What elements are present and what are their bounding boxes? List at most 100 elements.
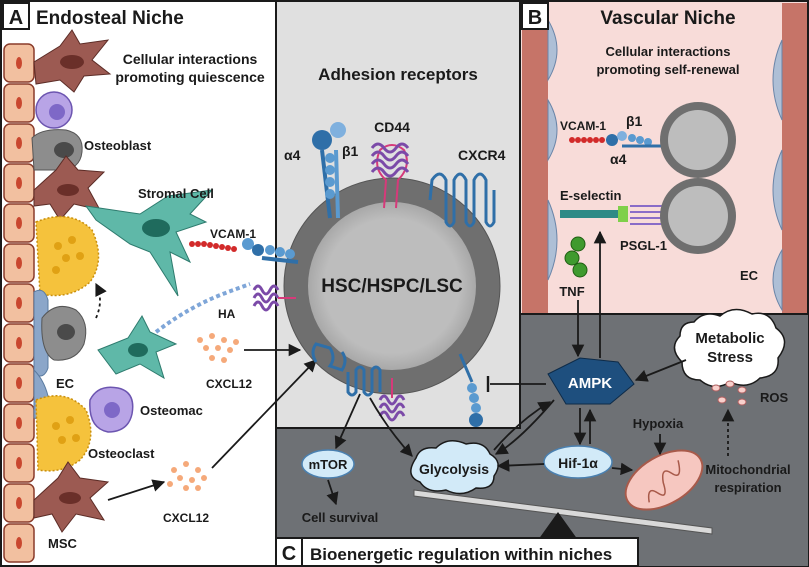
mitochondrion-icon (624, 449, 704, 511)
ampk-label: AMPK (568, 375, 612, 392)
osteoclast-label: Osteoclast (88, 446, 155, 461)
msc-label: MSC (48, 536, 78, 551)
panel-b: B Vascular Niche Cellular interactions p… (521, 2, 807, 313)
panel-c-letter: C (282, 543, 296, 565)
cd44-left (252, 284, 280, 312)
hsc-to-mtor-arrow (334, 393, 361, 450)
metabolic-to-ampk-arrow (634, 359, 687, 382)
panel-a-subtitle-line2: promoting quiescence (115, 69, 265, 85)
ec-label-b: EC (740, 268, 759, 283)
glycolysis-to-ampk-arrow (493, 401, 552, 451)
panel-a-title: Endosteal Niche (36, 8, 184, 29)
cxcr4-lower-left (311, 342, 347, 372)
metabolic-stress-line2: Stress (707, 349, 753, 366)
glycolysis-cloud (410, 440, 499, 495)
bone-lining-cells (3, 43, 35, 563)
integrin-b (606, 131, 664, 148)
center-panel: Adhesion receptors HSC/HSPC/LSC α4 β1 CD… (242, 65, 506, 427)
vcam1-label-b: VCAM-1 (560, 119, 606, 133)
mtor-node (301, 449, 355, 479)
hif-to-glycolysis-arrow (496, 459, 545, 472)
eselectin-bar (560, 210, 620, 218)
panel-a-letter-box (2, 2, 30, 30)
psgl1-receptor (630, 205, 662, 225)
eselectin-label: E-selectin (560, 188, 621, 203)
cd44-bottom (378, 378, 406, 422)
hsc-cell-label: HSC/HSPC/LSC (321, 276, 463, 297)
integrin-a4b1-top (312, 122, 346, 219)
glycolysis-label: Glycolysis (419, 461, 489, 477)
hif-to-mito-arrow (611, 462, 634, 476)
b1-label-b: β1 (626, 113, 643, 129)
mito-resp-line1: Mitochondrial (705, 462, 790, 477)
osteoblast-label: Osteoblast (84, 138, 152, 153)
endothelial-cells-left (547, 18, 558, 281)
vessel-wall-right (782, 3, 807, 313)
msc-to-cxcl12-arrow (107, 479, 166, 501)
panel-b-title: Vascular Niche (600, 8, 735, 29)
hsc-to-glycolysis-arrow (369, 397, 413, 457)
vcam1-chain-b (569, 137, 605, 143)
mtor-to-survival-arrow (326, 479, 339, 506)
cell-survival-label: Cell survival (302, 510, 379, 525)
panel-c-title-box (275, 537, 639, 567)
ha-label: HA (218, 307, 236, 321)
ampk-node (547, 357, 635, 405)
panel-a-subtitle-line1: Cellular interactions (123, 51, 258, 67)
vessel-hsc-lower-inner (668, 186, 728, 246)
receptor-cxcr4-label: CXCR4 (458, 147, 506, 163)
receptor-b1-label: β1 (342, 143, 359, 159)
cd44-receptor (370, 142, 410, 209)
panel-c-title: Bioenergetic regulation within niches (310, 545, 612, 564)
integrin-a4b1-left (242, 238, 299, 264)
vcam1-label-a: VCAM-1 (210, 227, 256, 241)
hif-label: Hif-1α (558, 455, 598, 471)
panel-c: Metabolic Stress AMPK ROS Hypoxia mTOR C… (275, 230, 791, 567)
cxcl12-dots-mid (197, 333, 239, 363)
differentiation-dotted-arrow (95, 282, 107, 319)
vessel-hsc-upper-inner (668, 110, 728, 170)
panel-b-letter-box (521, 2, 549, 30)
cxcl12-bottom-to-cell-arrow (211, 359, 317, 469)
panel-a-letter: A (9, 7, 23, 29)
tnf-molecules (564, 236, 588, 278)
a4-label-b: α4 (610, 151, 627, 167)
panel-b-subtitle-line2: promoting self-renewal (596, 62, 739, 77)
panel-b-subtitle-line1: Cellular interactions (606, 44, 731, 59)
receptor-a4-label: α4 (284, 147, 301, 163)
metabolic-stress-line1: Metabolic (695, 330, 764, 347)
cxcr4-bottom (346, 365, 382, 397)
panel-c-letter-box (275, 537, 303, 567)
panel-a-border (0, 0, 277, 567)
osteoclast-lower (35, 395, 92, 472)
cxcl12-dots-bottom (167, 461, 207, 491)
hsc-cell-inner (308, 202, 476, 370)
vessel-wall-left (522, 3, 548, 313)
endothelial-cells-right (772, 39, 783, 312)
balance-fulcrum (538, 512, 578, 540)
osteomac-label: Osteomac (140, 403, 203, 418)
panel-b-letter: B (528, 7, 542, 29)
receptor-cd44-label: CD44 (374, 119, 410, 135)
mtor-label: mTOR (309, 457, 348, 472)
integrin-right-lower (458, 353, 483, 427)
stromal-cell (84, 189, 214, 297)
ros-label: ROS (760, 390, 789, 405)
vcam1-chain-a (189, 241, 237, 252)
psgl1-label: PSGL-1 (620, 238, 667, 253)
metabolic-stress-cloud (673, 308, 786, 388)
cxcr4-receptor (428, 172, 496, 228)
ros-dots (711, 380, 747, 406)
hypoxia-label: Hypoxia (633, 416, 684, 431)
cxcl12-label-bottom: CXCL12 (163, 511, 209, 525)
balance-beam (413, 489, 713, 535)
hif-node (543, 445, 613, 479)
ec-label-a: EC (56, 376, 75, 391)
panel-c-background (276, 314, 808, 566)
ampk-inhibits-integrin (486, 376, 546, 392)
eselectin-head (618, 206, 628, 222)
panel-a: A Endosteal Niche Cellular interactions … (2, 2, 317, 563)
ha-chain (154, 282, 251, 334)
